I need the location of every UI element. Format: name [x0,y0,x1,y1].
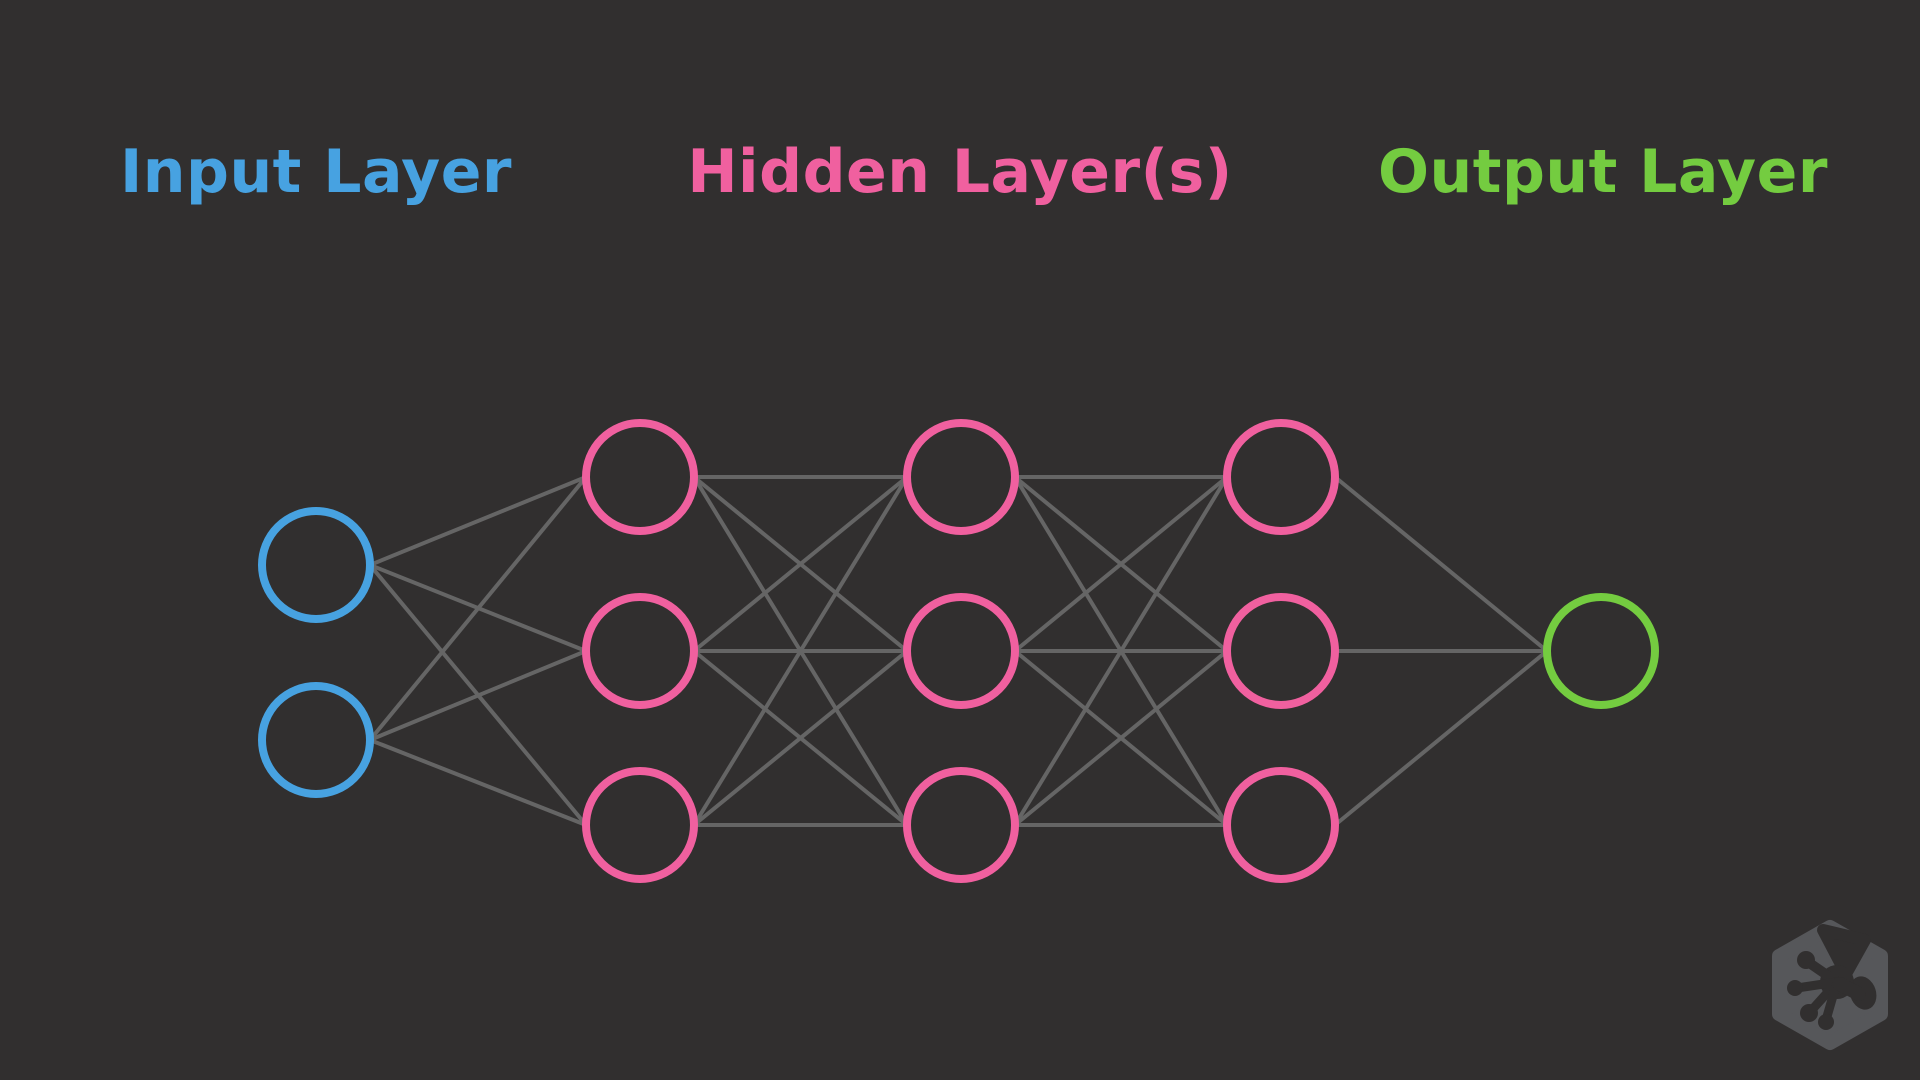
network-edge [692,475,909,653]
hidden-layer-label: Hidden Layer(s) [687,137,1233,207]
network-edge [369,475,587,567]
network-edges [368,475,1549,827]
output-layer-node-1 [1543,593,1659,709]
network-edge [1013,475,1229,827]
network-edge [1013,475,1229,653]
network-edge [692,649,909,827]
hidden-layer-1-node-2 [582,593,698,709]
network-edge [1333,475,1549,653]
input-layer-node-1 [258,507,374,623]
input-layer-label: Input Layer [119,137,513,207]
network-edge [1013,649,1229,827]
network-nodes [258,419,1659,883]
network-edge [368,475,588,742]
network-edge [692,475,909,827]
hidden-layer-2-node-3 [903,767,1019,883]
hidden-layer-1-node-3 [582,767,698,883]
network-edge [1333,649,1549,827]
input-layer-node-2 [258,682,374,798]
frog-footprint-icon [1787,924,1877,1030]
hidden-layer-2-node-1 [903,419,1019,535]
hidden-layer-3-node-1 [1223,419,1339,535]
output-layer-label: Output Layer [1378,137,1828,207]
network-edge [369,649,587,742]
hidden-layer-1-node-1 [582,419,698,535]
hidden-layer-2-node-2 [903,593,1019,709]
network-edge [369,738,587,827]
hidden-layer-3-node-2 [1223,593,1339,709]
hidden-layer-3-node-3 [1223,767,1339,883]
treehouse-logo [1772,920,1888,1050]
